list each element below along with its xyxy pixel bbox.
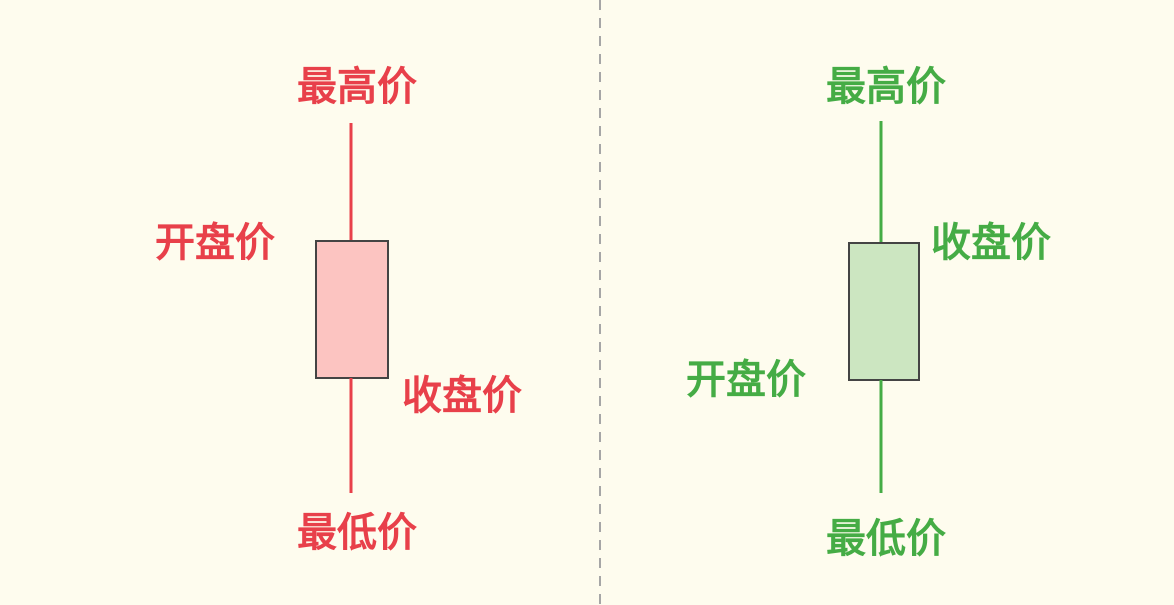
bearish-low-label: 最低价 <box>826 516 946 562</box>
bullish-candle-body <box>315 240 389 379</box>
bullish-close-label: 收盘价 <box>402 373 522 419</box>
bullish-candle: 最高价 开盘价 收盘价 最低价 <box>155 64 522 556</box>
bearish-candle-body <box>848 242 920 381</box>
bullish-low-label: 最低价 <box>297 510 417 556</box>
bearish-candle: 最高价 收盘价 开盘价 最低价 <box>686 64 1051 562</box>
bullish-open-label: 开盘价 <box>155 220 275 266</box>
bearish-open-label: 开盘价 <box>686 357 806 403</box>
bearish-high-label: 最高价 <box>826 64 946 110</box>
bullish-high-label: 最高价 <box>297 64 417 110</box>
bearish-close-label: 收盘价 <box>931 220 1051 266</box>
